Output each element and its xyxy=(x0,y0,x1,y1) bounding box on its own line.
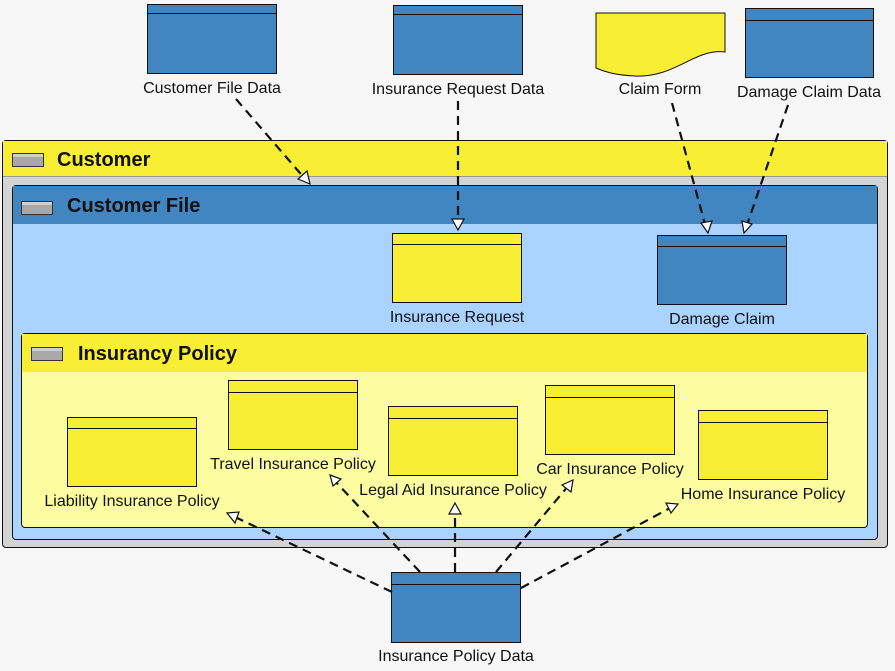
edge-damage-claim-data xyxy=(744,104,790,229)
object-header-strip xyxy=(148,5,276,14)
arrowhead xyxy=(664,502,680,515)
liability-insurance-policy-label: Liability Insurance Policy xyxy=(44,493,220,510)
legal-aid-insurance-policy-label: Legal Aid Insurance Policy xyxy=(359,482,547,499)
insurancy-policy-frame-header: Insurancy Policy xyxy=(22,334,867,372)
edge-customer-file-data xyxy=(235,98,307,181)
insurancy-policy-frame-title: Insurancy Policy xyxy=(78,343,237,365)
edge-claim-form xyxy=(670,102,708,229)
arrowhead xyxy=(560,478,574,494)
object-header-strip xyxy=(546,386,674,398)
customer-file-data-label: Customer File Data xyxy=(143,80,281,97)
customer-frame-title: Customer xyxy=(57,149,151,171)
object-header-strip xyxy=(389,407,517,419)
insurance-request-data-object[interactable] xyxy=(393,5,523,75)
car-insurance-policy-label: Car Insurance Policy xyxy=(536,461,684,478)
object-header-strip xyxy=(699,411,827,423)
travel-insurance-policy-object[interactable] xyxy=(228,380,358,450)
home-insurance-policy-label: Home Insurance Policy xyxy=(680,486,846,503)
edge-home xyxy=(520,506,673,589)
arrowhead xyxy=(225,511,240,525)
folder-icon xyxy=(12,153,44,167)
travel-insurance-policy-label: Travel Insurance Policy xyxy=(210,456,376,473)
object-header-strip xyxy=(393,234,521,245)
arrowhead xyxy=(296,169,311,186)
object-header-strip xyxy=(394,6,522,15)
claim-form-label: Claim Form xyxy=(618,81,702,98)
arrowhead xyxy=(741,220,754,235)
edge-travel xyxy=(333,479,421,573)
edge-liability xyxy=(232,515,393,593)
legal-aid-insurance-policy-object[interactable] xyxy=(388,406,518,476)
car-insurance-policy-object[interactable] xyxy=(545,385,675,455)
arrowhead xyxy=(450,218,466,232)
folder-icon xyxy=(21,201,53,215)
damage-claim-object[interactable] xyxy=(657,235,787,305)
arrowhead xyxy=(447,501,463,515)
liability-insurance-policy-object[interactable] xyxy=(67,417,197,487)
customer-file-frame-header: Customer File xyxy=(13,186,877,224)
insurance-request-object[interactable] xyxy=(392,233,522,303)
insurance-policy-data-object[interactable] xyxy=(391,572,521,643)
object-header-strip xyxy=(68,418,196,429)
folder-icon xyxy=(31,347,63,361)
customer-file-data-object[interactable] xyxy=(147,4,277,74)
arrowhead xyxy=(329,474,343,488)
object-header-strip xyxy=(746,9,873,21)
customer-file-frame-title: Customer File xyxy=(67,195,201,217)
claim-form-document[interactable] xyxy=(595,12,727,78)
home-insurance-policy-object[interactable] xyxy=(698,410,828,480)
damage-claim-label: Damage Claim xyxy=(669,311,775,328)
damage-claim-data-object[interactable] xyxy=(745,8,874,78)
object-header-strip xyxy=(658,236,786,247)
insurance-policy-data-label: Insurance Policy Data xyxy=(378,648,534,665)
arrowhead xyxy=(699,220,713,235)
damage-claim-data-label: Damage Claim Data xyxy=(736,84,882,101)
insurance-request-label: Insurance Request xyxy=(389,309,525,326)
insurance-request-data-label: Insurance Request Data xyxy=(371,81,545,98)
object-header-strip xyxy=(229,381,357,393)
object-header-strip xyxy=(392,573,520,585)
edge-car xyxy=(495,484,570,573)
customer-frame-header: Customer xyxy=(3,141,887,177)
